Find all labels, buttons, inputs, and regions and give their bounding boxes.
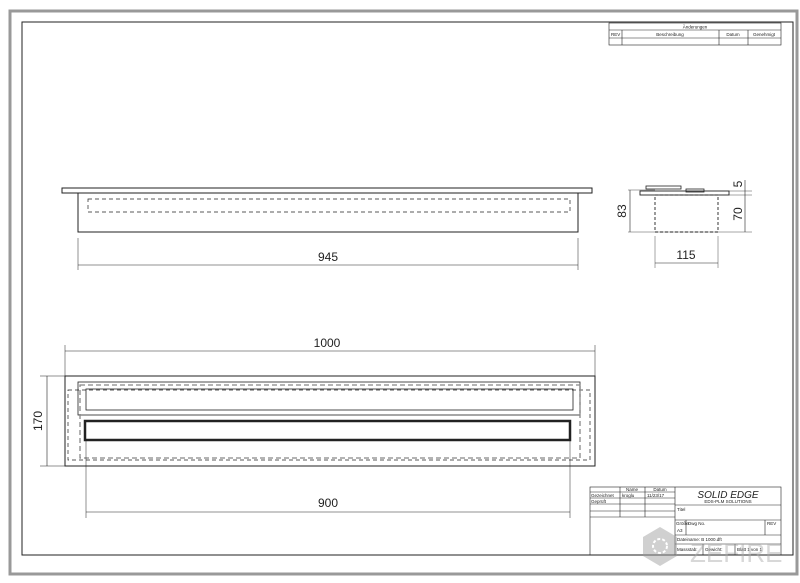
brand-logo: SOLID EDGE xyxy=(697,490,758,501)
dim-945: 945 xyxy=(318,250,338,264)
dim-170: 170 xyxy=(31,411,45,431)
name-header: Name xyxy=(626,487,639,492)
date-header: Datum xyxy=(726,32,740,37)
date-header: Datum xyxy=(653,487,667,492)
watermark-logo: ZEFIRE xyxy=(643,527,782,568)
drawn-label: Gezeichnet xyxy=(591,493,615,498)
top-view xyxy=(40,345,596,518)
scale-label: Massstab: xyxy=(677,547,698,552)
dim-70: 70 xyxy=(731,207,745,221)
dwg-label: Dwg No. xyxy=(688,521,705,526)
brand-subtitle: EDS-PLM SOLUTIONS xyxy=(704,499,751,504)
dim-83: 83 xyxy=(615,204,629,218)
sheet-label: Blatt 1 von 1 xyxy=(737,547,763,552)
page-border xyxy=(8,9,799,576)
size-label: Größe xyxy=(676,521,689,526)
side-view xyxy=(628,180,752,268)
front-view xyxy=(61,187,593,270)
drawn-name: kroglu xyxy=(622,493,635,498)
checked-label: Geprüft xyxy=(591,499,607,504)
dim-5: 5 xyxy=(731,180,745,187)
dim-1000: 1000 xyxy=(314,336,341,350)
weight-label: Gewicht: xyxy=(705,547,723,552)
title-label: Titel xyxy=(677,507,685,512)
file-name: Dateiname: B 1000.dft xyxy=(677,537,723,542)
description-header: Beschreibung xyxy=(656,32,684,37)
revision-title: Änderungen xyxy=(683,24,708,30)
approved-header: Genehmigt xyxy=(753,32,776,37)
title-block xyxy=(589,486,782,556)
rev-label: REV xyxy=(767,521,776,526)
rev-header: REV xyxy=(611,32,620,37)
watermark-text: ZEFIRE xyxy=(690,538,782,568)
drawn-date: 11/23/17 xyxy=(647,493,665,498)
drawing-frame xyxy=(21,21,794,556)
revision-table xyxy=(608,22,782,46)
dim-900: 900 xyxy=(318,496,338,510)
size-value: A3 xyxy=(677,528,683,533)
dim-115: 115 xyxy=(676,248,695,262)
